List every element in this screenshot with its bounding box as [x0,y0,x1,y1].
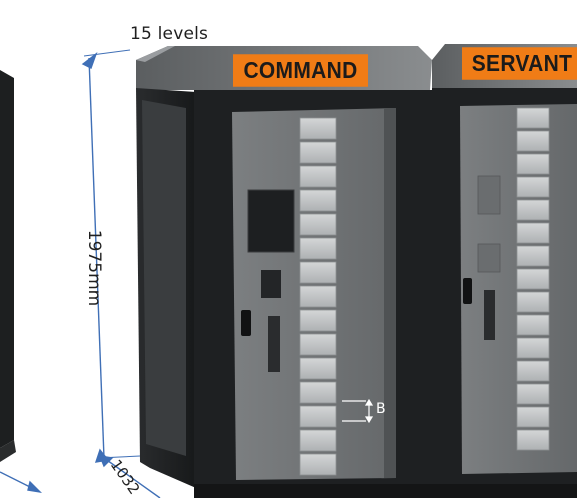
command-sign: COMMAND [233,54,368,87]
spacing-marker [342,398,374,424]
servant-cabinet [432,44,577,498]
width-dimension-line [0,471,43,494]
command-cabinet [136,46,432,498]
spacing-label: B [376,401,386,417]
command-slot-column [299,117,337,476]
levels-label: 15 levels [130,24,209,44]
servant-sign: SERVANT [462,47,577,80]
height-dimension-line [81,49,141,463]
left-partial-cabinet [0,70,16,462]
height-dimension-label: 1975mm [84,229,105,307]
servant-slot-column [516,107,550,451]
depth-dimension-line [98,455,161,498]
